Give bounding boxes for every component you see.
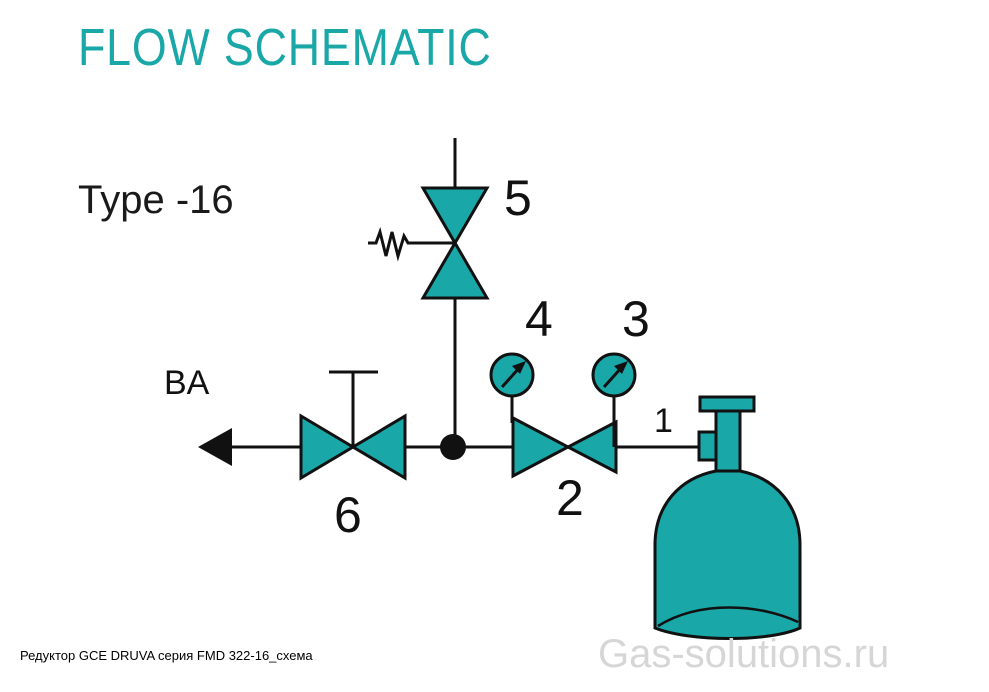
label-2: 2 <box>556 470 584 526</box>
relief-valve-5 <box>368 186 490 300</box>
label-4: 4 <box>525 291 553 347</box>
outlet-label: BA <box>164 364 210 402</box>
regulator-valve-2 <box>511 415 618 479</box>
label-3: 3 <box>622 291 650 347</box>
site-watermark: Gas-solutions.ru <box>598 632 890 676</box>
pressure-gauge-3 <box>591 352 637 447</box>
label-1: 1 <box>654 402 673 440</box>
pressure-gauge-4 <box>489 352 535 423</box>
spring-icon <box>368 226 455 262</box>
image-caption: Редуктор GCE DRUVA серия FMD 322-16_схем… <box>20 648 313 663</box>
label-6: 6 <box>334 487 362 543</box>
junction-node <box>440 434 466 460</box>
page-title: FLOW SCHEMATIC <box>78 19 492 77</box>
gas-cylinder <box>653 395 802 640</box>
shutoff-valve-6 <box>299 370 407 481</box>
gauge-needle-icon <box>500 361 526 389</box>
gauge-needle-icon <box>602 361 628 389</box>
outlet-arrow <box>198 428 232 466</box>
type-label: Type -16 <box>78 178 234 222</box>
label-5: 5 <box>504 170 532 226</box>
